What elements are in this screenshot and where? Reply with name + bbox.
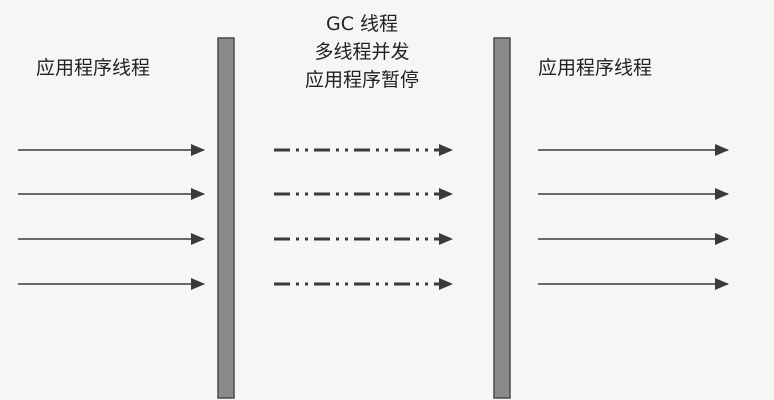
- multithread-concurrent-label: 多线程并发: [314, 41, 410, 63]
- gc-thread-label: GC 线程: [325, 13, 399, 35]
- safepoint-pause-bar-1: [217, 37, 235, 399]
- right-app-thread-label: 应用程序线程: [538, 57, 653, 79]
- right-app-threads: [538, 144, 729, 290]
- left-app-thread-label: 应用程序线程: [36, 57, 151, 79]
- safepoint-pause-bar-2: [493, 37, 511, 399]
- gc-phase-label: GC 线程 多线程并发 应用程序暂停: [282, 12, 442, 96]
- app-pause-label: 应用程序暂停: [304, 69, 419, 91]
- gc-threads: [274, 144, 453, 290]
- left-app-threads: [18, 144, 205, 290]
